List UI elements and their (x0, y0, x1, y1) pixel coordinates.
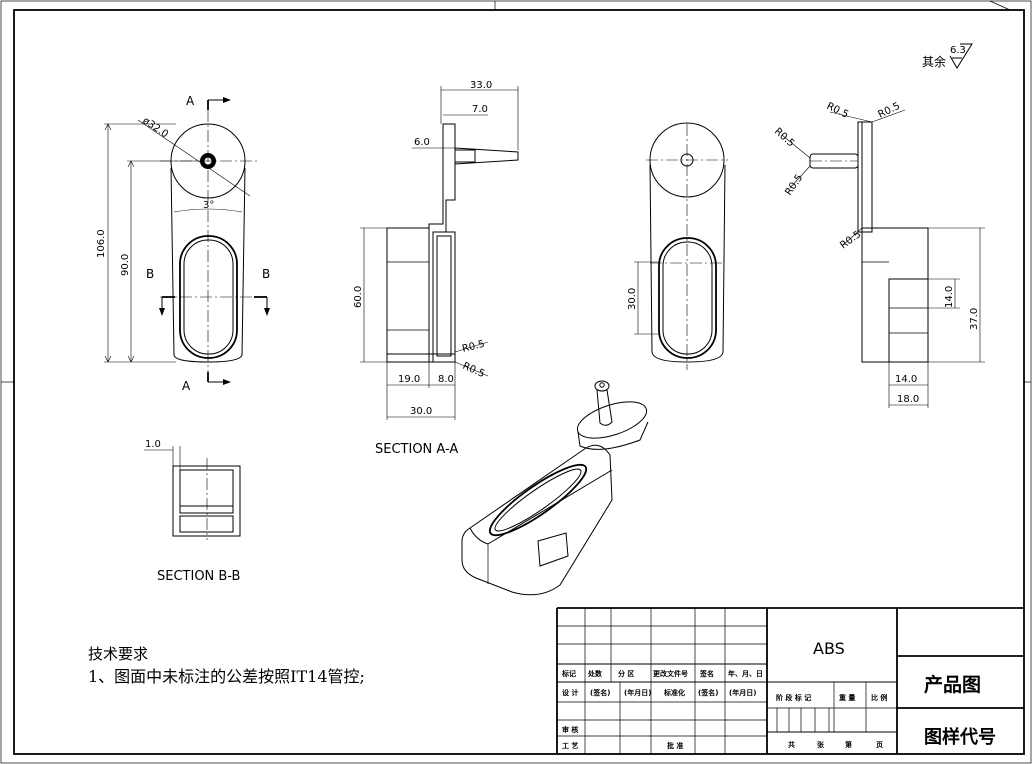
dim-fillet-side-3: R0.5 (772, 126, 796, 149)
section-aa-view: 33.0 7.0 6.0 60.0 19.0 8.0 30.0 R0.5 R0.… (353, 80, 519, 457)
review-label: 审 核 (562, 725, 578, 734)
process-label: 工 艺 (562, 741, 578, 750)
dim-width-33: 33.0 (470, 80, 492, 91)
title-block: ABS 产品图 图样代号 标记 处数 分 区 更改文件号 签名 年、月、日 设 … (556, 607, 1024, 754)
dim-height-60: 60.0 (353, 286, 364, 308)
dim-fillet-aa-2: R0.5 (461, 361, 486, 380)
drawing-title: 产品图 (924, 673, 981, 696)
cut-b-left: B (146, 267, 154, 281)
dim-angle: 3° (203, 200, 214, 211)
cut-b-right: B (262, 267, 270, 281)
surface-finish-symbol: 其余 6.3 (922, 43, 973, 69)
standard-label: 标准化 (663, 688, 685, 697)
total-label: 共 (788, 740, 795, 749)
dim-w19: 19.0 (398, 374, 420, 385)
stage-label: 阶 段 标 记 (776, 693, 811, 702)
header-sign: 签名 (699, 669, 714, 678)
front-view: A A B B 106.0 90.0 ø32.0 3° (96, 94, 270, 393)
dim-w18: 18.0 (897, 394, 919, 405)
isometric-view (461, 380, 649, 596)
dim-fillet-side-2: R0.5 (876, 101, 901, 121)
dim-fillet-side-4: R0.5 (783, 173, 805, 198)
dim-slot-length: 90.0 (120, 254, 131, 276)
approve-label: 批 准 (667, 741, 683, 750)
weight-label: 重 量 (839, 693, 855, 702)
header-change: 更改文件号 (653, 669, 688, 678)
sheets-label: 张 (817, 740, 825, 749)
design-sign: (签名) (590, 688, 610, 697)
dim-width-7: 7.0 (472, 104, 488, 115)
design-label: 设 计 (562, 688, 578, 697)
cut-a-bottom: A (182, 379, 191, 393)
dim-h14: 14.0 (944, 286, 955, 308)
header-count: 处数 (587, 669, 603, 678)
side-view: R0.5 R0.5 R0.5 R0.5 R0.5 14.0 37.0 14.0 … (772, 101, 985, 408)
standard-date: (年月日) (729, 688, 756, 697)
dim-fillet-aa-1: R0.5 (461, 339, 486, 355)
scale-label: 比 例 (871, 693, 887, 702)
material-text: ABS (813, 639, 845, 658)
notes-title: 技术要求 (88, 645, 149, 663)
cut-a-top: A (186, 94, 195, 108)
dim-w14: 14.0 (895, 374, 917, 385)
dim-slot-30: 30.0 (627, 288, 638, 310)
section-bb-label: SECTION B-B (157, 569, 240, 584)
dim-wall-1: 1.0 (145, 439, 161, 450)
dim-w8: 8.0 (438, 374, 454, 385)
dim-overall-length: 106.0 (96, 229, 107, 258)
dim-diameter: ø32.0 (140, 115, 170, 140)
dim-fillet-side-1: R0.5 (825, 101, 850, 121)
section-bb-view: 1.0 SECTION B-B (144, 439, 241, 584)
header-date: 年、月、日 (728, 669, 763, 678)
right-front-view: 30.0 (627, 122, 728, 370)
dim-w30: 30.0 (410, 406, 432, 417)
standard-sign: (签名) (698, 688, 718, 697)
design-date: (年月日) (624, 688, 651, 697)
header-mark: 标记 (561, 669, 576, 678)
drawing-code: 图样代号 (924, 726, 996, 748)
section-aa-label: SECTION A-A (375, 442, 458, 457)
surface-finish-value: 6.3 (950, 45, 966, 56)
dim-width-6: 6.0 (414, 137, 430, 148)
surface-finish-prefix: 其余 (922, 54, 946, 69)
dim-h37: 37.0 (969, 308, 980, 330)
page-no-label: 第 (845, 740, 852, 749)
notes-line-1: 1、图面中未标注的公差按照IT14管控; (88, 667, 365, 686)
page-label: 页 (876, 741, 883, 749)
technical-requirements: 技术要求 1、图面中未标注的公差按照IT14管控; (88, 644, 418, 690)
header-zone: 分 区 (618, 669, 634, 678)
